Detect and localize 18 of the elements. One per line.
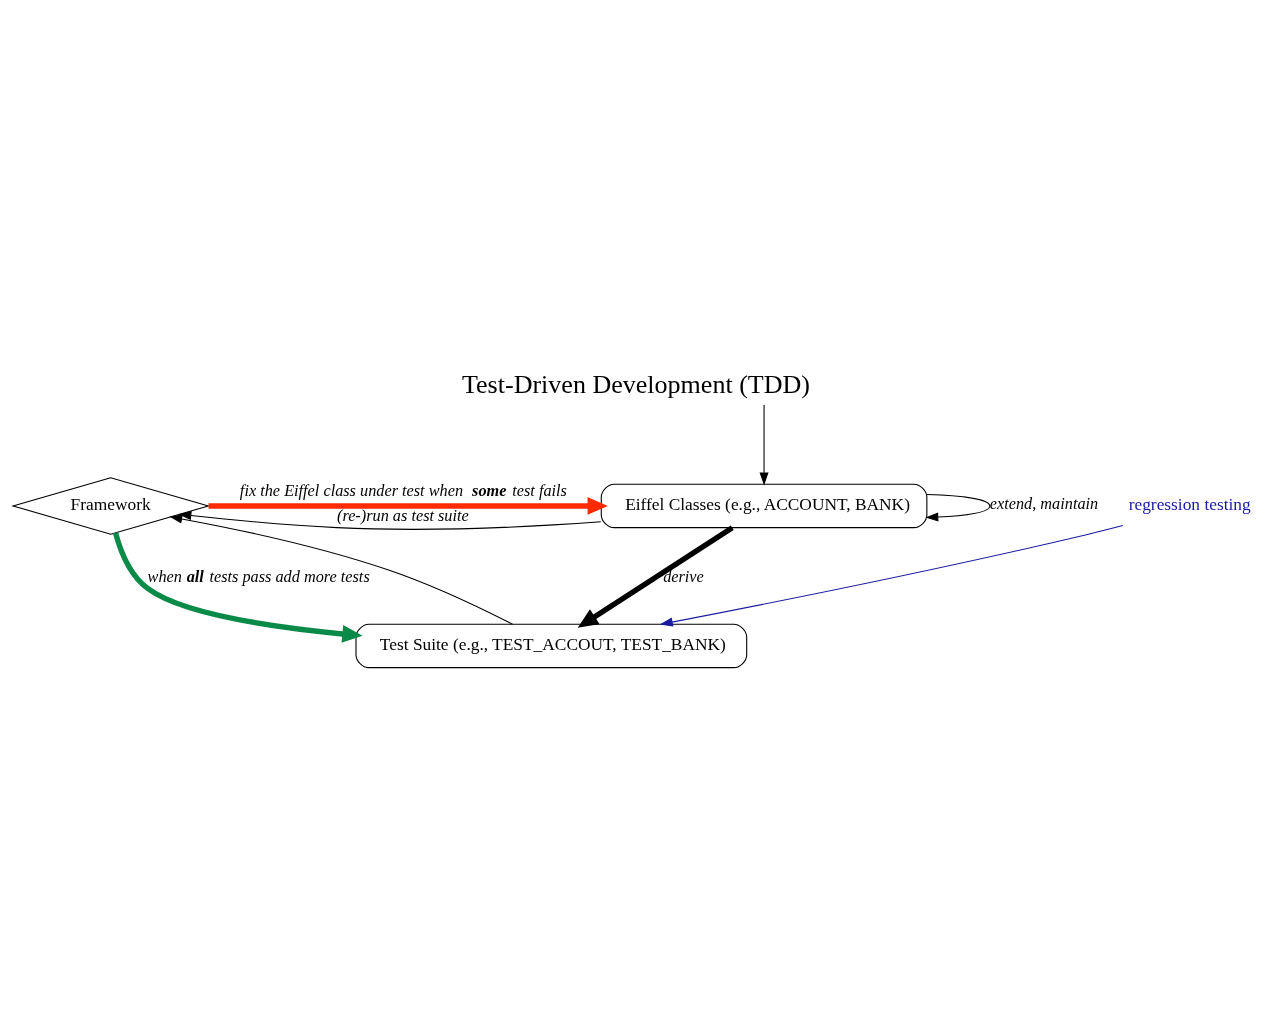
- arrow: [659, 525, 1124, 627]
- arrow: [178, 511, 602, 530]
- diagram-title: Test-Driven Development (TDD): [461, 369, 811, 399]
- arrow: [925, 493, 991, 522]
- node-diamond: Framework: [11, 477, 211, 535]
- edge-label: when all tests pass add more tests: [147, 567, 370, 586]
- edge-label: fix the Eiffel class under test when some test fails: [239, 482, 567, 501]
- arrow: [208, 497, 608, 515]
- arrow: [169, 514, 514, 625]
- edge-label: extend, maintain: [989, 494, 1099, 513]
- arrow: [112, 532, 363, 643]
- node-text: regression testing: [1128, 495, 1251, 515]
- node-box: Test Suite (e.g., TEST_ACCOUT, TEST_BANK): [355, 623, 748, 669]
- arrow: [759, 404, 769, 486]
- edge-label: derive: [663, 567, 704, 586]
- arrow: [577, 525, 734, 628]
- edge-label: (re-)run as test suite: [337, 507, 469, 526]
- node-box: Eiffel Classes (e.g., ACCOUNT, BANK): [600, 483, 928, 529]
